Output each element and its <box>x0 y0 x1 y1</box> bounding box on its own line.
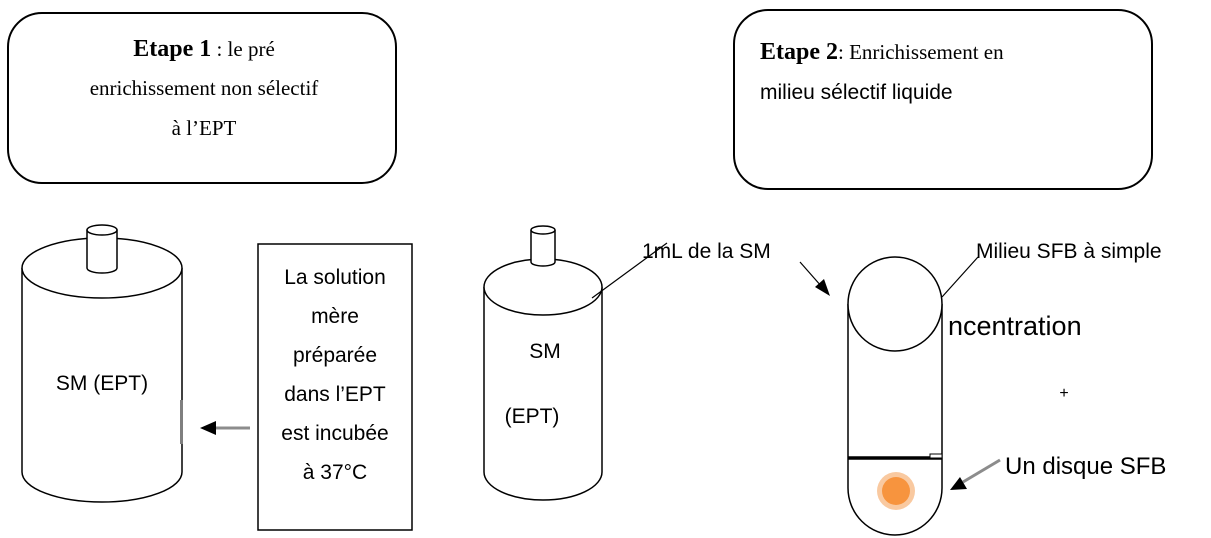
tube-label-medium-2: ncentration <box>948 311 1082 341</box>
sm-leader-line <box>591 242 668 299</box>
arrow-left <box>200 421 250 435</box>
tube-label-disk: Un disque SFB <box>1005 453 1166 480</box>
step1-line1: Etape 1 : le pré <box>133 36 275 62</box>
step1-line3: à l’EPT <box>172 116 237 140</box>
tube-label-medium-1: Milieu SFB à simple <box>976 240 1162 263</box>
step2-line2: milieu sélectif liquide <box>760 81 953 104</box>
step2-line1: Etape 2: Enrichissement en <box>760 39 1004 65</box>
note-line-2: mère <box>311 305 359 328</box>
step1-line1-rest: : le pré <box>211 37 275 61</box>
flask-middle: SM (EPT) <box>483 225 603 501</box>
note-line-5: est incubée <box>281 422 388 445</box>
sfb-disk <box>882 477 910 505</box>
note-line-4: dans l’EPT <box>284 383 386 406</box>
note-line-6: à 37°C <box>303 461 367 484</box>
step1-title: Etape 1 <box>133 36 211 62</box>
step2-box: Etape 2: Enrichissement en milieu sélect… <box>733 9 1153 190</box>
tube-label-sm: 1mL de la SM <box>642 240 771 263</box>
note-box: La solution mère préparée dans l’EPT est… <box>257 243 413 531</box>
test-tube <box>847 256 943 536</box>
step2-line1-rest: : Enrichissement en <box>838 40 1004 64</box>
disk-arrow <box>950 458 1001 490</box>
medium-leader-line <box>941 256 979 298</box>
step1-line2: enrichissement non sélectif <box>90 76 319 100</box>
note-line-3: préparée <box>293 344 377 367</box>
flask-middle-label-2: (EPT) <box>505 405 560 428</box>
step2-title: Etape 2 <box>760 39 838 65</box>
sm-arrow <box>799 261 830 296</box>
step1-box: Etape 1 : le pré enrichissement non séle… <box>7 12 397 184</box>
note-line-1: La solution <box>284 266 386 289</box>
flask-left: SM (EPT) <box>21 224 183 503</box>
flask-left-edge-mark <box>180 400 183 444</box>
flask-middle-label-1: SM <box>529 340 561 363</box>
flask-left-label: SM (EPT) <box>56 372 148 395</box>
tube-plus: + <box>1059 385 1068 402</box>
